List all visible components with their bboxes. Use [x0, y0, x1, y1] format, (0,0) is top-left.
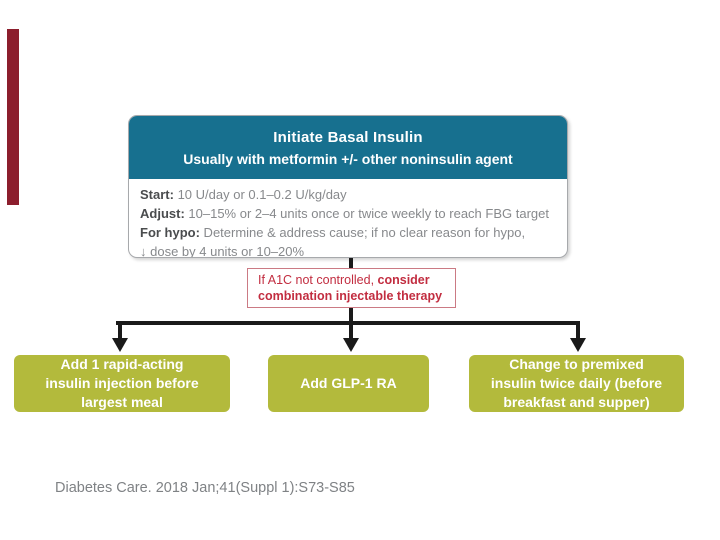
- hypo-line: For hypo: Determine & address cause; if …: [140, 223, 556, 242]
- dose-start-line: Start: 10 U/day or 0.1–0.2 U/kg/day: [140, 185, 556, 204]
- reference-citation: Diabetes Care. 2018 Jan;41(Suppl 1):S73-…: [55, 480, 355, 496]
- hypo-continued-text: ↓ dose by 4 units or 10–20%: [140, 244, 305, 258]
- card-title: Initiate Basal Insulin: [273, 128, 423, 146]
- dose-start-text: 10 U/day or 0.1–0.2 U/kg/day: [173, 187, 347, 202]
- branch-stem-right: [576, 321, 580, 339]
- dose-adjust-line: Adjust: 10–15% or 2–4 units once or twic…: [140, 204, 556, 223]
- basal-insulin-card: Initiate Basal Insulin Usually with metf…: [128, 115, 568, 258]
- connector-decision-to-branch: [349, 308, 353, 321]
- connector-card-to-decision: [349, 258, 353, 268]
- a1c-decision-box: If A1C not controlled, consider combinat…: [247, 268, 456, 308]
- hypo-text: Determine & address cause; if no clear r…: [199, 225, 526, 240]
- decision-line-2: combination injectable therapy: [258, 289, 443, 303]
- card-body: Start: 10 U/day or 0.1–0.2 U/kg/day Adju…: [129, 179, 567, 258]
- branch-horizontal-line: [116, 321, 580, 325]
- action-box-premixed-insulin: Change to premixed insulin twice daily (…: [469, 355, 684, 412]
- action-box-glp1-ra: Add GLP-1 RA: [268, 355, 429, 412]
- hypo-continued-line: ↓ dose by 4 units or 10–20%: [140, 242, 556, 258]
- dose-start-label: Start:: [140, 187, 174, 202]
- card-subtitle: Usually with metformin +/- other noninsu…: [183, 150, 513, 167]
- branch-stem-center: [349, 321, 353, 339]
- decision-line-1: If A1C not controlled, consider: [258, 273, 430, 287]
- down-arrow-icon: [112, 338, 128, 352]
- hypo-label: For hypo:: [140, 225, 200, 240]
- down-arrow-icon: [343, 338, 359, 352]
- down-arrow-icon: [570, 338, 586, 352]
- dose-adjust-text: 10–15% or 2–4 units once or twice weekly…: [184, 206, 549, 221]
- slide-accent-bar: [7, 29, 19, 205]
- dose-adjust-label: Adjust:: [140, 206, 185, 221]
- branch-stem-left: [118, 321, 122, 339]
- card-header: Initiate Basal Insulin Usually with metf…: [129, 116, 567, 179]
- action-box-rapid-acting-insulin: Add 1 rapid-acting insulin injection bef…: [14, 355, 230, 412]
